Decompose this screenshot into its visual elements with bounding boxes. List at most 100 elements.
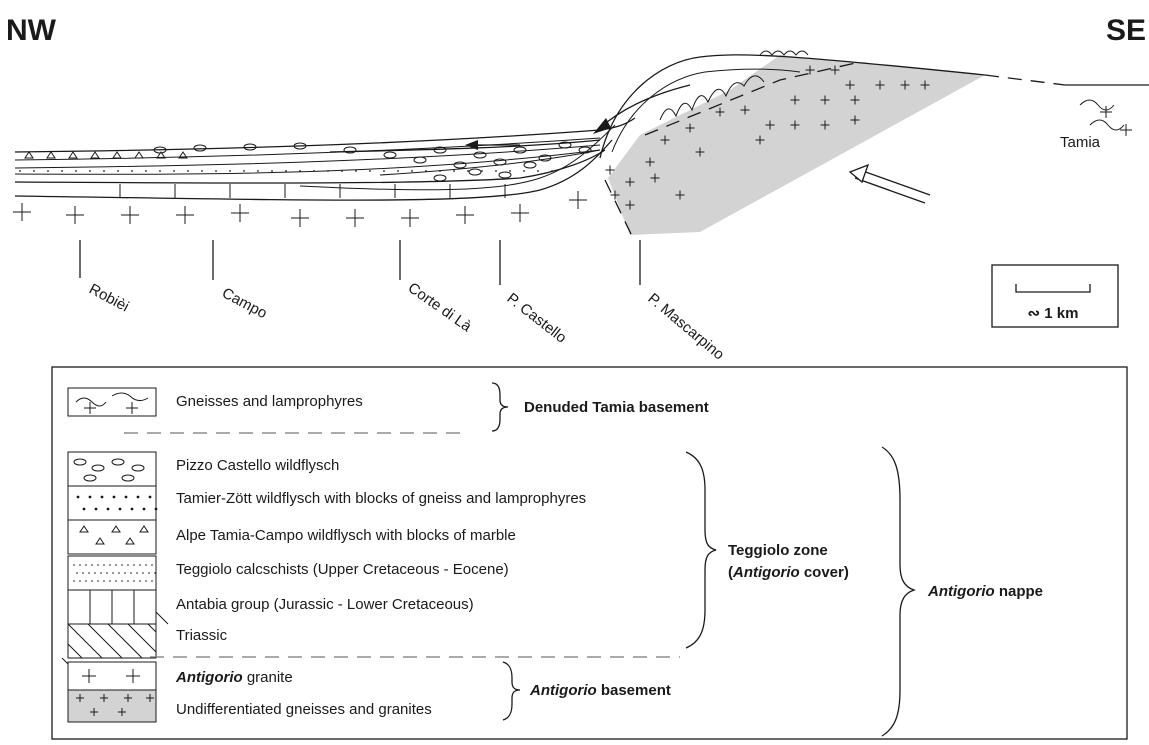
basement-rest: basement: [597, 682, 671, 699]
stipple-dot: [257, 170, 259, 172]
legend-label-antabia: Antabia group (Jurassic - Lower Cretaceo…: [176, 596, 474, 613]
stipple-dot: [341, 170, 343, 172]
granite-cross: [66, 206, 84, 224]
stipple-dot: [369, 170, 371, 172]
stipple-dot: [173, 170, 175, 172]
stipple-dot: [425, 170, 427, 172]
stipple-dot: [85, 564, 87, 566]
stipple-dot: [85, 580, 87, 582]
triangle-mark: [47, 152, 55, 158]
cross-section: Tamia: [13, 51, 1149, 363]
stipple-dot: [133, 580, 135, 582]
stipple-dot: [61, 170, 63, 172]
stipple-dot: [159, 170, 161, 172]
stipple-dot: [89, 170, 91, 172]
wildflysch-block: [524, 162, 536, 168]
shaded-basement-body: [608, 55, 985, 235]
granite-cross: [291, 209, 309, 227]
stipple-dot: [495, 170, 497, 172]
dot-mark: [107, 508, 110, 511]
stipple-dot: [313, 170, 315, 172]
stipple-dot: [103, 170, 105, 172]
dot-mark: [95, 508, 98, 511]
triangle-mark: [69, 152, 77, 158]
granite-cross: [569, 191, 587, 209]
granite-cross: [121, 206, 139, 224]
triangle-mark: [113, 152, 121, 158]
legend-swatch-box: [68, 486, 156, 520]
group-label-denuded: Denuded Tamia basement: [524, 399, 709, 416]
stipple-dot: [285, 170, 287, 172]
dot-mark: [125, 496, 128, 499]
stipple-dot: [73, 580, 75, 582]
wildflysch-block: [469, 169, 481, 175]
granite-cross: [401, 209, 419, 227]
nappe-rest: nappe: [995, 583, 1043, 600]
stipple-dot: [151, 580, 153, 582]
basement-antigorio: Antigorio: [529, 682, 597, 699]
stipple-dot: [79, 564, 81, 566]
wildflysch-block: [499, 172, 511, 178]
legend-label-triassic: Triassic: [176, 627, 228, 644]
granite-cross: [231, 204, 249, 222]
stipple-dot: [397, 170, 399, 172]
stipple-dot: [229, 170, 231, 172]
stipple-dot: [439, 170, 441, 172]
dot-mark: [155, 508, 158, 511]
stipple-dot: [411, 170, 413, 172]
fold-top-scallops: [760, 51, 808, 55]
stipple-dot: [537, 170, 539, 172]
stipple-dot: [76, 572, 78, 574]
wildflysch-block: [384, 152, 396, 158]
wildflysch-block: [494, 159, 506, 165]
teggiolo-cover-text: cover): [800, 564, 849, 581]
dot-mark: [149, 496, 152, 499]
locality-label-corte-di-la: Corte di Là: [405, 279, 475, 335]
dot-mark: [119, 508, 122, 511]
dot-mark: [77, 496, 80, 499]
stipple-dot: [145, 170, 147, 172]
stipple-dot: [131, 170, 133, 172]
legend-label-granite: Antigorio granite: [175, 669, 293, 686]
legend-label-gneisses: Gneisses and lamprophyres: [176, 393, 363, 410]
group-label-basement: Antigorio basement: [529, 682, 671, 699]
stipple-dot: [154, 572, 156, 574]
stipple-dot: [243, 170, 245, 172]
wildflysch-block: [454, 162, 466, 168]
legend: Gneisses and lamprophyres Denuded Tamia …: [52, 367, 1127, 739]
triangle-mark: [25, 152, 33, 158]
se-label: SE: [1106, 14, 1146, 47]
stipple-dot: [271, 170, 273, 172]
stipple-dot: [551, 170, 553, 172]
stipple-dot: [82, 572, 84, 574]
legend-label-tamier-zott: Tamier-Zött wildflysch with blocks of gn…: [176, 490, 586, 507]
stipple-dot: [327, 170, 329, 172]
legend-swatch-box: [68, 452, 156, 486]
stipple-dot: [115, 564, 117, 566]
stipple-dot: [139, 580, 141, 582]
stipple-dot: [383, 170, 385, 172]
legend-label-undifferentiated: Undifferentiated gneisses and granites: [176, 701, 432, 718]
stipple-dot: [103, 580, 105, 582]
stipple-dot: [109, 564, 111, 566]
locality-label-robiei: Robièi: [86, 281, 132, 316]
stipple-dot: [97, 564, 99, 566]
stipple-dot: [19, 170, 21, 172]
triangle-mark: [91, 152, 99, 158]
legend-swatch-box: [68, 520, 156, 554]
tamia-label: Tamia: [1060, 134, 1101, 151]
legend-swatch-box: [68, 624, 156, 658]
stipple-dot: [201, 170, 203, 172]
scale-label: ∾ 1 km: [1028, 305, 1079, 322]
dot-mark: [89, 496, 92, 499]
stipple-dot: [94, 572, 96, 574]
stipple-dot: [103, 564, 105, 566]
stipple-dot: [355, 170, 357, 172]
stipple-dot: [100, 572, 102, 574]
legend-label-alpe-tamia: Alpe Tamia-Campo wildflysch with blocks …: [176, 527, 516, 544]
stipple-dot: [73, 564, 75, 566]
stipple-dot: [75, 170, 77, 172]
legend-swatch-granite: [68, 662, 156, 690]
dot-mark: [101, 496, 104, 499]
stipple-dot: [91, 564, 93, 566]
